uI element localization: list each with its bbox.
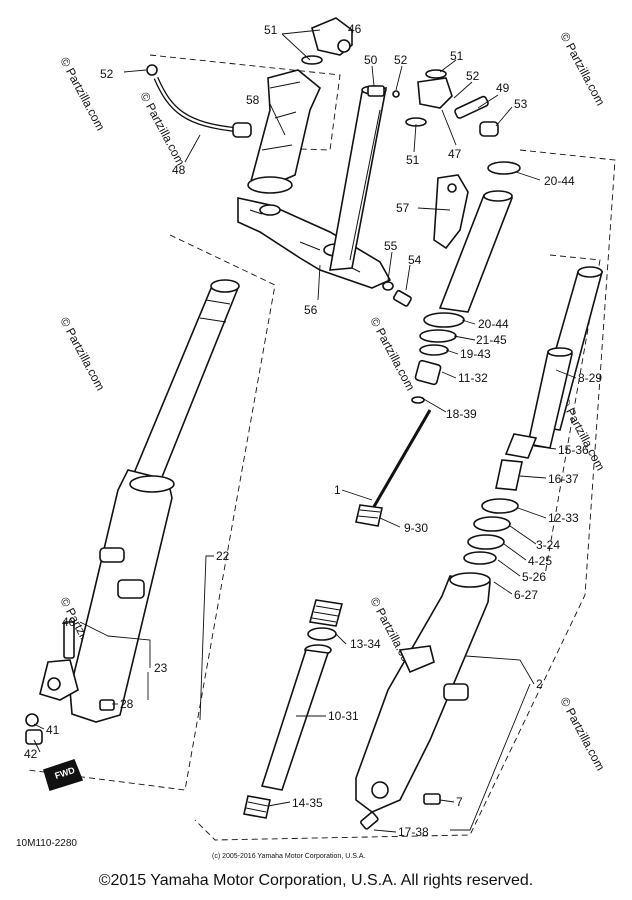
callout-label: 21-45: [476, 333, 507, 347]
callout-label: 51: [406, 153, 420, 167]
fwd-tag: FWD: [43, 759, 84, 792]
callout-label: 1: [334, 483, 341, 497]
fork-bracket: [433, 161, 521, 313]
callout-label: 19-43: [460, 347, 491, 361]
brake-hose: [146, 64, 252, 138]
callout-label: 20-44: [478, 317, 509, 331]
watermark: © Partzilla.com: [137, 90, 187, 168]
footer-copyright: ©2015 Yamaha Motor Corporation, U.S.A. A…: [98, 872, 534, 889]
callout-label: 12-33: [548, 511, 579, 525]
callout-label: 10-31: [328, 709, 359, 723]
callout-label: 41: [46, 723, 60, 737]
small-bolts: [367, 85, 412, 307]
callout-label: 7: [456, 795, 463, 809]
callout-label: 28: [120, 697, 134, 711]
diagram-code: 10M110-2280: [16, 838, 77, 849]
callout-label: 47: [448, 147, 462, 161]
left-fork-leg: [25, 279, 240, 745]
watermark: © Partzilla.com: [557, 695, 607, 773]
watermark: © Partzilla.com: [57, 315, 107, 393]
handlebar-bracket: [247, 69, 321, 194]
callout-label: 3-24: [536, 538, 560, 552]
callout-label: 14-35: [292, 796, 323, 810]
center-fork-internals: [243, 312, 465, 819]
watermark: © Partzilla.com: [557, 30, 607, 108]
callout-label: 50: [364, 53, 378, 67]
callout-label: 40: [62, 615, 76, 629]
callout-label: 56: [304, 303, 318, 317]
callout-label: 55: [384, 239, 398, 253]
callout-label: 54: [408, 253, 422, 267]
callout-label: 23: [154, 661, 168, 675]
callout-label: 5-26: [522, 570, 546, 584]
callout-label: 4-25: [528, 554, 552, 568]
callout-label: 46: [348, 22, 362, 36]
callout-label: 58: [246, 93, 260, 107]
callout-label: 52: [394, 53, 408, 67]
callout-label: 49: [496, 81, 510, 95]
callout-label: 52: [466, 69, 480, 83]
callout-label: 8-29: [578, 371, 602, 385]
callout-label: 18-39: [446, 407, 477, 421]
callout-label: 13-34: [350, 637, 381, 651]
handlebar-clamp: [301, 17, 353, 65]
steering-stem: [329, 85, 387, 271]
callout-label: 51: [450, 49, 464, 63]
callout-label: 48: [172, 163, 186, 177]
callout-label: 57: [396, 201, 410, 215]
callout-label: 52: [100, 67, 114, 81]
small-copyright: (c) 2005-2016 Yamaha Motor Corporation, …: [212, 853, 365, 860]
callout-label: 42: [24, 747, 38, 761]
callout-label: 20-44: [544, 174, 575, 188]
lower-bracket: [237, 197, 392, 289]
callout-label: 15-36: [558, 443, 589, 457]
assembly-boundaries: [27, 54, 616, 841]
callout-label: 16-37: [548, 472, 579, 486]
callout-label: 6-27: [514, 588, 538, 602]
callout-label: 22: [216, 549, 230, 563]
watermark: © Partzilla.com: [367, 315, 417, 393]
callout-labels: 46 51 52 50 52 51 52 49 53 51 47 58 48 2…: [24, 22, 602, 839]
callout-label: 9-30: [404, 521, 428, 535]
callout-label: 53: [514, 97, 528, 111]
callout-label: 17-38: [398, 825, 429, 839]
upper-clamp-right: [405, 69, 499, 137]
watermarks: © Partzilla.com © Partzilla.com © Partzi…: [57, 30, 607, 773]
callout-label: 2: [536, 677, 543, 691]
callout-label: 51: [264, 23, 278, 37]
leader-lines: [33, 29, 577, 833]
callout-label: 11-32: [458, 371, 488, 385]
